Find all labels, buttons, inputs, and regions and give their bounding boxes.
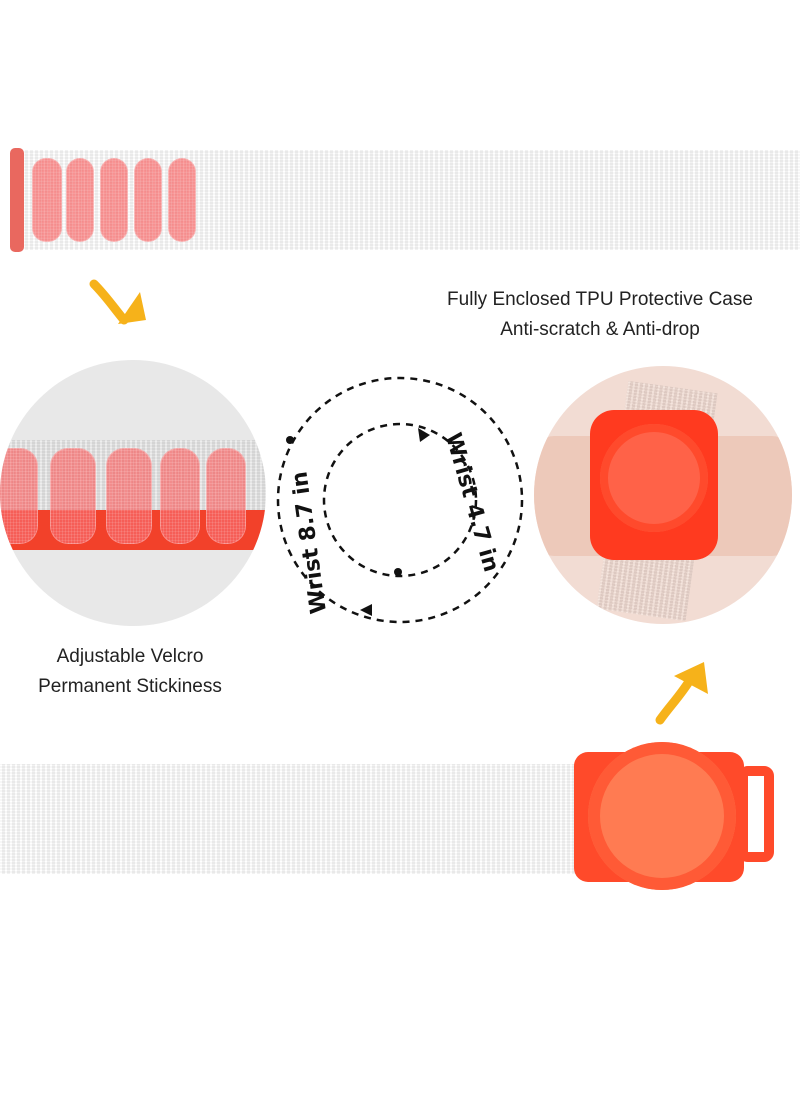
- bottom-strap: [0, 764, 600, 874]
- inner-arrowhead-icon: [418, 428, 430, 442]
- velcro-caption-line2: Permanent Stickiness: [38, 676, 222, 697]
- velcro-tabs-top: [30, 150, 220, 250]
- case-caption-line1: Fully Enclosed TPU Protective Case: [447, 289, 753, 310]
- case-buckle: [738, 766, 774, 862]
- curved-arrow-down-icon: [89, 279, 146, 325]
- case-caption-line2: Anti-scratch & Anti-drop: [500, 319, 700, 340]
- case-dome: [588, 742, 736, 890]
- outer-arrowhead-icon: [360, 604, 372, 616]
- curved-arrow-up-icon: [655, 662, 708, 725]
- outer-dashed-circle-icon: [276, 376, 524, 624]
- velcro-closeup-photo: [0, 360, 266, 626]
- inner-dashed-circle-icon: [322, 422, 478, 578]
- size-diagram: [276, 376, 524, 624]
- wrist-photo: [534, 366, 792, 624]
- velcro-caption-line1: Adjustable Velcro: [56, 646, 204, 667]
- case-caption: Fully Enclosed TPU Protective Case Anti-…: [400, 285, 800, 345]
- strap-end-cap: [10, 148, 24, 252]
- velcro-caption: Adjustable Velcro Permanent Stickiness: [0, 642, 260, 702]
